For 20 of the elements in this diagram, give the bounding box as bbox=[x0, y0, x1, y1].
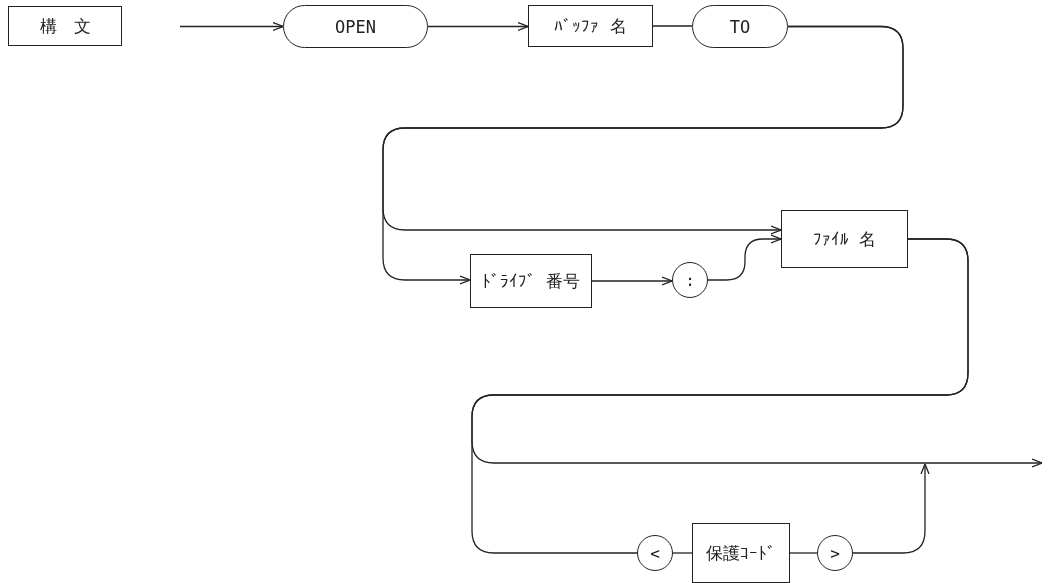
connector-line bbox=[652, 25, 693, 27]
syntax-box: ﾊﾞｯﾌｧ 名 bbox=[528, 5, 653, 47]
connector-line bbox=[471, 238, 969, 554]
terminal-symbol: > bbox=[817, 535, 853, 571]
terminal-symbol: TO bbox=[692, 5, 788, 48]
arrow bbox=[852, 463, 930, 554]
arrow bbox=[707, 234, 782, 281]
syntax-box: ﾌｧｲﾙ 名 bbox=[781, 210, 908, 268]
syntax-box: ﾄﾞﾗｲﾌﾞ 番号 bbox=[470, 254, 592, 308]
arrow bbox=[591, 276, 673, 286]
terminal-symbol: OPEN bbox=[283, 5, 428, 48]
arrow bbox=[382, 25, 904, 285]
arrow bbox=[179, 21, 284, 32]
connector-line bbox=[789, 552, 818, 554]
connector-line bbox=[672, 552, 693, 554]
terminal-symbol: < bbox=[637, 535, 673, 571]
title-box: 構 文 bbox=[8, 6, 122, 46]
terminal-symbol: : bbox=[672, 262, 708, 298]
syntax-box: 保護ｺｰﾄﾞ bbox=[692, 523, 790, 583]
arrow bbox=[427, 21, 529, 32]
